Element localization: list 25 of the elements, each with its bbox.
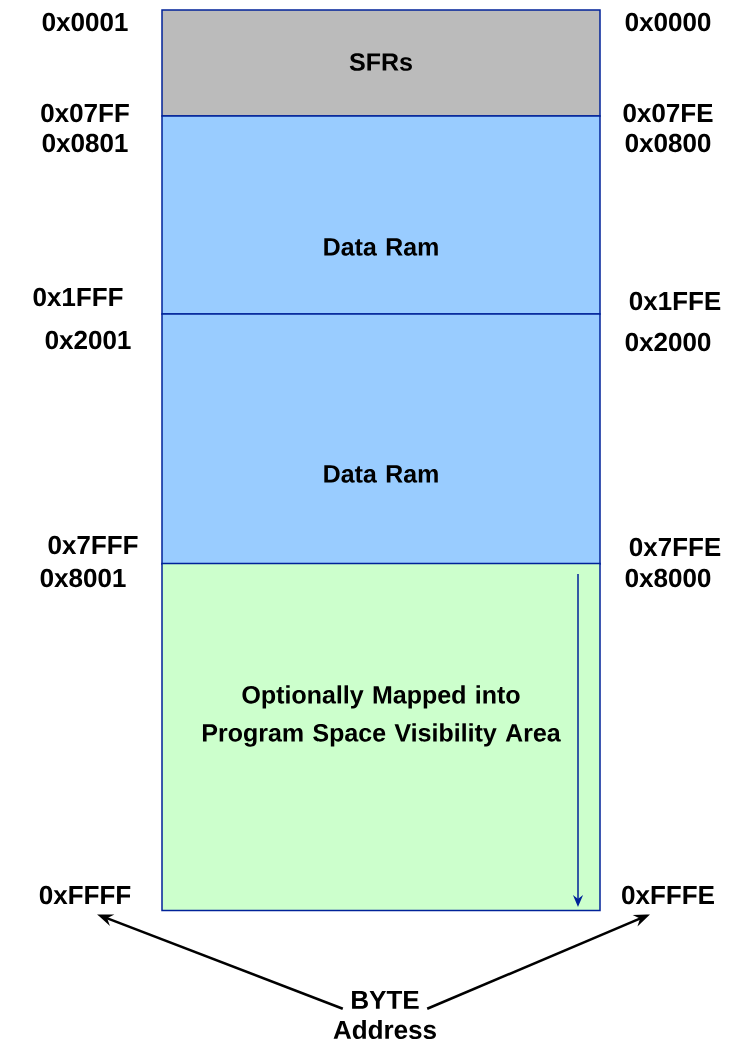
region-label: Data Ram: [324, 238, 438, 256]
address-label: 0x1FFF: [33, 287, 123, 307]
address-label: 0x7FFF: [48, 535, 138, 555]
address-label: 0x2000: [625, 332, 711, 352]
memory-region: [161, 562, 601, 912]
address-label: 0x8000: [625, 568, 711, 588]
memory-region: [161, 313, 601, 565]
address-label: 0x1FFE: [629, 291, 721, 311]
address-label: BYTE Address: [333, 990, 436, 1040]
region-label: Optionally Mapped into Program Space Visibility Area: [202, 685, 561, 747]
region-label: SFRs: [349, 53, 412, 71]
address-label: 0x0801: [42, 133, 128, 153]
address-label: 0x0001: [42, 12, 128, 32]
address-label: 0x07FF: [41, 103, 129, 123]
address-label: 0xFFFE: [622, 885, 714, 905]
address-label: 0x0800: [625, 133, 711, 153]
address-label: 0x8001: [40, 568, 126, 588]
address-label: 0x7FFE: [629, 537, 721, 557]
address-label: 0xFFFF: [39, 885, 131, 905]
address-label: 0x07FE: [623, 103, 713, 123]
region-label: Data Ram: [324, 465, 438, 483]
address-label: 0x0000: [625, 12, 711, 32]
address-label: 0x2001: [45, 330, 131, 350]
memory-region: [161, 9, 601, 117]
memory-region: [161, 115, 601, 315]
